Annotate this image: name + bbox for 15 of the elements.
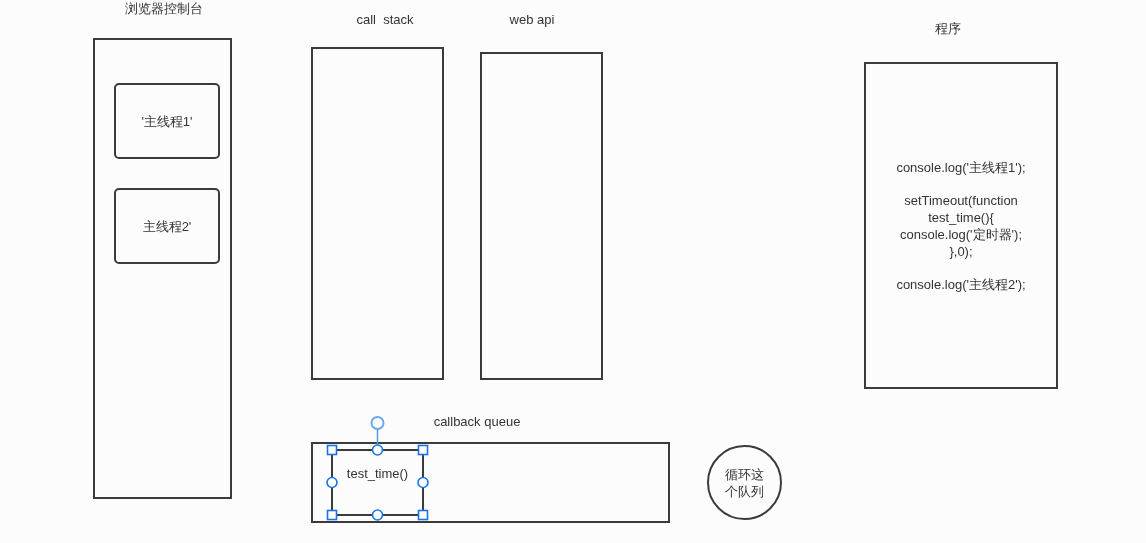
code-text: console.log('主线程1');	[896, 158, 1026, 176]
node-label: 主线程2'	[142, 217, 192, 235]
output-box	[114, 188, 220, 264]
panel-heading: call stack	[356, 12, 414, 28]
panel-heading: web api	[509, 12, 555, 28]
output-box	[114, 83, 220, 159]
code-text: setTimeout(function test_time(){ console.log('定时器'); },0);	[900, 191, 1022, 260]
panel-heading: callback queue	[433, 414, 521, 430]
panel-heading: 浏览器控制台	[125, 1, 203, 17]
node-label: '主线程1'	[141, 112, 193, 130]
code-text: console.log('主线程2');	[896, 275, 1026, 293]
panel-heading: 程序	[935, 21, 961, 37]
loop-circle	[707, 445, 782, 520]
node-label: test_time()	[346, 465, 409, 482]
node-label: 循环这个队列	[724, 465, 765, 500]
